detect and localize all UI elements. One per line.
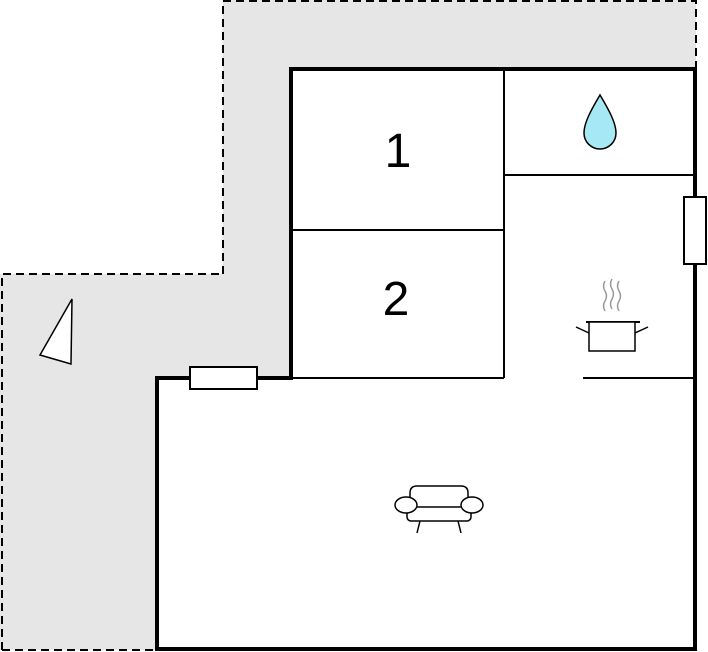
room-number-1: 1 bbox=[385, 125, 412, 178]
window-left-wall bbox=[189, 366, 258, 390]
cooking-pot-icon bbox=[575, 278, 649, 352]
sofa-icon bbox=[394, 485, 484, 534]
water-drop-icon bbox=[583, 93, 617, 150]
north-arrow-icon bbox=[38, 298, 73, 365]
window-right-wall bbox=[683, 196, 707, 265]
room-number-2: 2 bbox=[383, 273, 410, 326]
interior-walls bbox=[291, 69, 695, 379]
exterior-walls bbox=[155, 67, 697, 651]
